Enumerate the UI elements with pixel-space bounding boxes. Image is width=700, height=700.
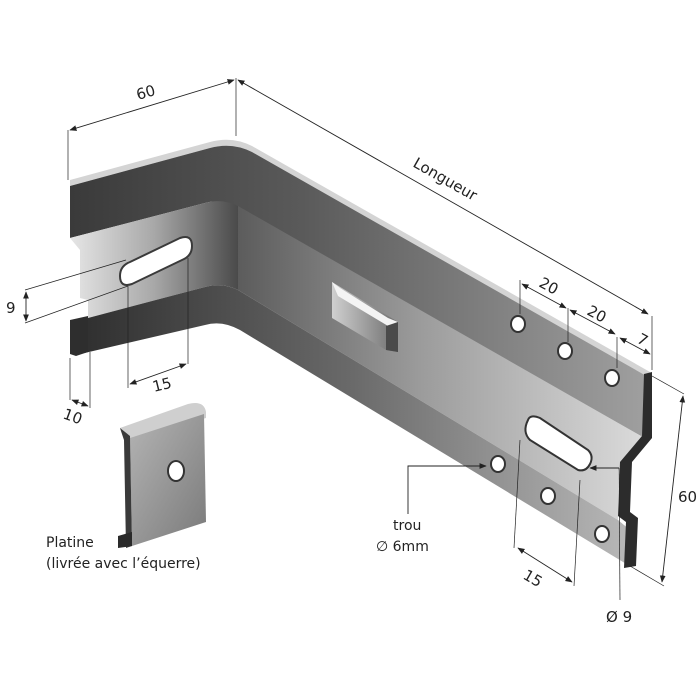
dim-length-label: Longueur <box>410 154 481 205</box>
hole-bottom-1 <box>490 455 506 473</box>
dim-flange-depth-label: 10 <box>61 405 85 428</box>
plate-bottom-lip <box>118 532 132 548</box>
plate <box>118 403 206 548</box>
dim-top-width: 60 <box>67 78 237 180</box>
callout-hole-line1: trou <box>393 518 421 534</box>
callout-plate: Platine (livrée avec l’équerre) <box>46 535 201 572</box>
dim-flange-depth: 10 <box>61 352 91 428</box>
dim-slot-width: Ø 9 <box>589 465 632 626</box>
dim-spacing-1-label: 20 <box>536 274 561 299</box>
bracket-lower-band <box>76 285 630 565</box>
dim-right-height: 60 <box>629 375 697 587</box>
dim-spacing-2-label: 20 <box>584 302 609 327</box>
plate-top-lip <box>120 403 206 440</box>
hole-bottom-3 <box>594 525 610 543</box>
dim-left-slot-height-label: 9 <box>6 299 16 317</box>
dim-left-slot-length-label: 15 <box>151 374 174 396</box>
left-slot <box>118 236 194 286</box>
hole-top-3 <box>604 369 620 387</box>
dim-left-slot-length: 15 <box>127 258 189 396</box>
callout-hole-line2: ∅ 6mm <box>376 539 429 555</box>
callout-hole: trou ∅ 6mm <box>376 463 487 555</box>
bracket-right-profile <box>618 372 652 568</box>
dim-top-width-label: 60 <box>134 81 157 104</box>
bracket-left-lip <box>70 316 88 356</box>
plate-hole <box>167 460 185 482</box>
callout-plate-line1: Platine <box>46 535 94 551</box>
hole-top-1 <box>510 315 526 333</box>
dim-right-height-label: 60 <box>678 488 697 506</box>
plate-face <box>130 414 206 546</box>
dim-right-slot-length-label: 15 <box>520 566 546 591</box>
dim-left-slot-height: 9 <box>6 259 129 324</box>
dim-slot-width-label: Ø 9 <box>606 608 632 626</box>
right-slot <box>524 415 593 472</box>
hole-bottom-2 <box>540 487 556 505</box>
plate-side <box>120 428 132 548</box>
callout-plate-line2: (livrée avec l’équerre) <box>46 556 201 572</box>
bracket-upper-band <box>70 145 650 440</box>
hole-top-2 <box>557 342 573 360</box>
